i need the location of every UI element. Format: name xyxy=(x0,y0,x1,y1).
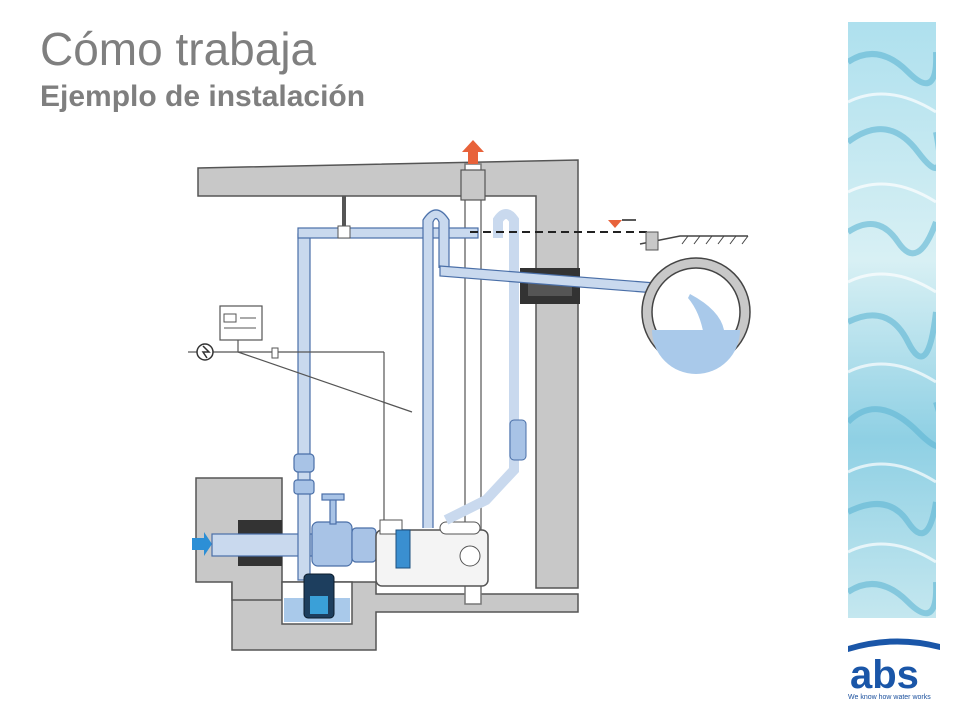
lifting-station xyxy=(375,519,489,587)
inlet-arrow xyxy=(192,532,212,556)
sump-pump xyxy=(303,573,335,619)
control-panel xyxy=(188,305,413,520)
abs-logo: abs xyxy=(848,638,940,697)
sump-riser xyxy=(297,233,311,581)
water-texture-image xyxy=(848,22,936,618)
ceiling-slab xyxy=(197,159,579,589)
brand-tagline: We know how water works xyxy=(848,694,931,701)
gate-valve xyxy=(311,493,377,567)
slide-subtitle: Ejemplo de instalación xyxy=(40,80,366,113)
sewer-pipe xyxy=(641,257,751,374)
svg-text:abs: abs xyxy=(850,653,919,697)
slide-title: Cómo trabaja xyxy=(40,23,317,75)
vent-arrow xyxy=(462,140,484,164)
top-pipe xyxy=(297,227,479,239)
check-valve xyxy=(509,419,527,461)
pressure-pipes xyxy=(423,209,519,528)
riser-valves xyxy=(293,453,315,495)
water-level-marker xyxy=(608,220,622,228)
